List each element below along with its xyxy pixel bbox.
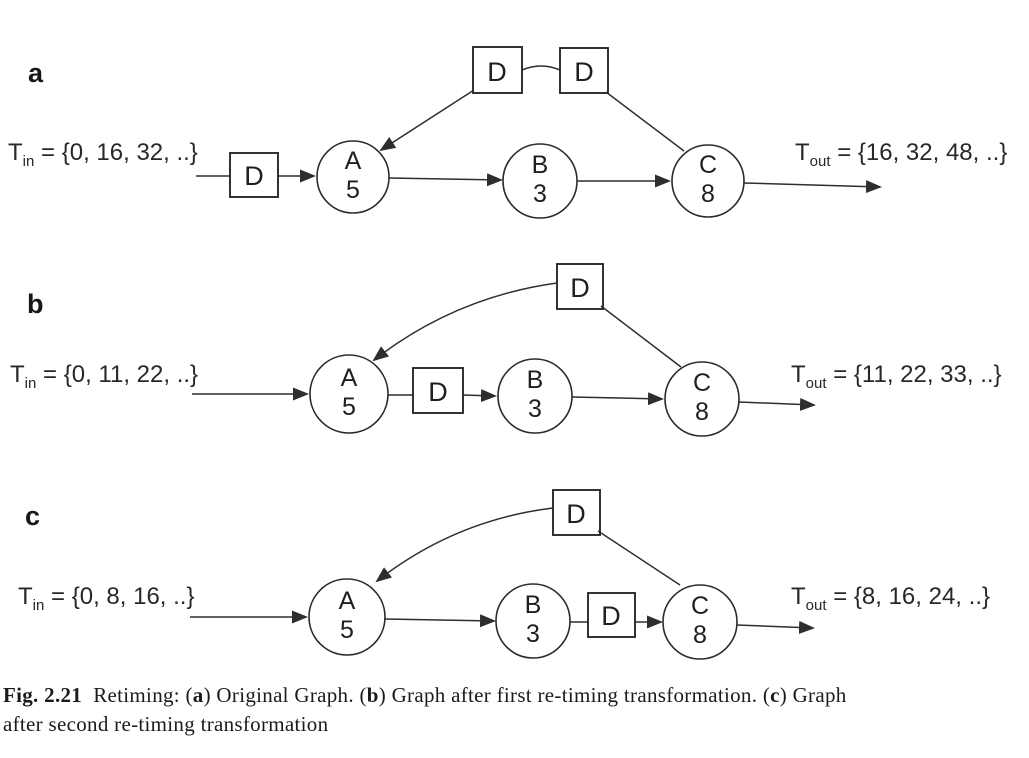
panel-a-t-in-rest: = {0, 16, 32, ..} <box>34 139 197 166</box>
panel-b-node-B-name: B <box>527 366 544 394</box>
panel-a-t-out-sub: out <box>810 153 832 170</box>
caption-text-1: Retiming: ( <box>82 683 193 707</box>
panel-a-delay-fb1-box <box>472 46 523 94</box>
panel-a-delay-input-box <box>229 152 279 198</box>
panel-a-t-in-base: T <box>8 139 23 166</box>
panel-b-node-C <box>664 361 740 437</box>
panel-a-feedback-c-to-delay <box>605 91 685 152</box>
panel-b-node-A-name: A <box>341 364 358 392</box>
caption-bold-b: b <box>366 683 379 707</box>
panel-c-node-B-name: B <box>525 591 542 619</box>
panel-c-delay-bc-label: D <box>601 601 621 631</box>
caption-bold-a: a <box>192 683 204 707</box>
panel-b-t-out-rest: = {11, 22, 33, ..} <box>827 361 1002 388</box>
panel-c-feedback-delay-to-a <box>375 507 554 583</box>
panel-a-node-C <box>671 144 745 218</box>
panel-c-t-out-base: T <box>791 583 806 610</box>
panel-c-node-C <box>662 584 738 660</box>
panel-c-edge-a-b <box>384 614 496 628</box>
panel-b-node-C-delay: 8 <box>695 398 709 426</box>
panel-b-label: b <box>27 289 44 319</box>
panel-c-t-out-rest: = {8, 16, 24, ..} <box>827 583 990 610</box>
panel-c-node-B <box>495 583 571 659</box>
panel-c-node-C-delay: 8 <box>693 621 707 649</box>
panel-a: a Tin = {0, 16, 32, ..} D A 5 B 3 C 8 To… <box>8 46 1007 219</box>
panel-a-t-in-sub: in <box>23 153 35 170</box>
panel-a-node-A-delay: 5 <box>346 176 360 204</box>
panel-b-node-C-name: C <box>693 369 711 397</box>
panel-b-t-in-base: T <box>10 361 25 388</box>
panel-b-t-out-base: T <box>791 361 806 388</box>
panel-c-t-out-sub: out <box>806 597 828 614</box>
panel-c-delay-bc-box <box>587 592 636 638</box>
panel-b-node-B-delay: 3 <box>528 395 542 423</box>
panel-b-feedback-c-to-delay <box>600 305 682 368</box>
retiming-diagram: a Tin = {0, 16, 32, ..} D A 5 B 3 C 8 To… <box>8 46 1007 660</box>
panel-c-node-B-delay: 3 <box>526 620 540 648</box>
panel-a-edge-a-b <box>388 173 503 187</box>
panel-b-node-B <box>497 358 573 434</box>
panel-b-t-out: Tout = {11, 22, 33, ..} <box>791 361 1002 392</box>
panel-b-feedback-delay-to-a <box>372 282 558 362</box>
panel-b-node-A-delay: 5 <box>342 393 356 421</box>
caption-line-2: after second re-timing transformation <box>3 712 329 736</box>
panel-c-feedback-c-to-delay <box>597 530 681 586</box>
panel-c-delay-fb1-box <box>552 489 601 536</box>
caption-bold-c: c <box>770 683 780 707</box>
caption-text-2: ) Original Graph. ( <box>203 683 367 707</box>
panel-a-node-B-delay: 3 <box>533 180 547 208</box>
panel-a-node-A-name: A <box>345 147 362 175</box>
panel-b-t-in: Tin = {0, 11, 22, ..} <box>10 361 198 392</box>
panel-c-t-out: Tout = {8, 16, 24, ..} <box>791 583 990 614</box>
panel-a-delay-input-label: D <box>244 161 264 191</box>
panel-c-t-in-base: T <box>18 583 33 610</box>
figure-caption: Fig. 2.21 Retiming: (a) Original Graph. … <box>3 681 1017 739</box>
panel-a-edge-output <box>743 180 882 194</box>
panel-a-label: a <box>28 58 44 88</box>
panel-a-node-C-name: C <box>699 151 717 179</box>
panel-c-label: c <box>25 501 40 531</box>
panel-b-edge-b-c <box>571 392 664 406</box>
panel-a-delay-fb2-box <box>559 47 609 94</box>
panel-a-node-C-delay: 8 <box>701 180 715 208</box>
panel-c: c Tin = {0, 8, 16, ..} A 5 B 3 D C 8 Tou… <box>18 489 990 660</box>
panel-b-t-in-rest: = {0, 11, 22, ..} <box>36 361 198 388</box>
panel-c-node-C-name: C <box>691 592 709 620</box>
panel-a-t-out-rest: = {16, 32, 48, ..} <box>831 139 1008 166</box>
caption-text-3: ) Graph after first re-timing transforma… <box>378 683 771 707</box>
panel-a-delay-fb2-label: D <box>574 57 594 87</box>
panel-a-t-out-base: T <box>795 139 810 166</box>
panel-b-edge-output <box>738 397 816 411</box>
panel-c-t-in-sub: in <box>33 597 45 614</box>
panel-b-edge-delay-to-b <box>462 389 497 403</box>
panel-c-delay-fb1-label: D <box>566 499 586 529</box>
panel-a-delay-fb1-label: D <box>487 57 507 87</box>
panel-a-node-B-name: B <box>532 151 549 179</box>
panel-b-t-out-sub: out <box>806 375 828 392</box>
panel-b-delay-fb1-box <box>556 263 604 310</box>
panel-c-t-in: Tin = {0, 8, 16, ..} <box>18 583 194 614</box>
panel-c-node-A <box>308 578 386 656</box>
panel-c-node-A-delay: 5 <box>340 616 354 644</box>
panel-a-node-A <box>316 140 390 214</box>
panel-a-feedback-delay-connector <box>521 65 561 71</box>
caption-fig-number: Fig. 2.21 <box>3 683 83 707</box>
panel-a-t-out: Tout = {16, 32, 48, ..} <box>795 139 1007 170</box>
panel-b-node-A <box>309 354 389 434</box>
panel-a-t-in: Tin = {0, 16, 32, ..} <box>8 139 198 170</box>
panel-c-node-A-name: A <box>339 587 356 615</box>
panel-b: b Tin = {0, 11, 22, ..} A 5 D B 3 C 8 To… <box>10 263 1002 437</box>
caption-line-1: Fig. 2.21 Retiming: (a) Original Graph. … <box>3 681 1017 710</box>
panel-b-t-in-sub: in <box>25 375 37 392</box>
caption-text-4: ) Graph <box>779 683 847 707</box>
panel-b-delay-fb1-label: D <box>570 273 590 303</box>
panel-c-t-in-rest: = {0, 8, 16, ..} <box>44 583 194 610</box>
panel-b-delay-ab-label: D <box>428 377 448 407</box>
panel-b-delay-ab-box <box>412 367 464 414</box>
panel-c-edge-output <box>736 620 815 634</box>
panel-a-feedback-delay-to-a <box>379 89 475 152</box>
